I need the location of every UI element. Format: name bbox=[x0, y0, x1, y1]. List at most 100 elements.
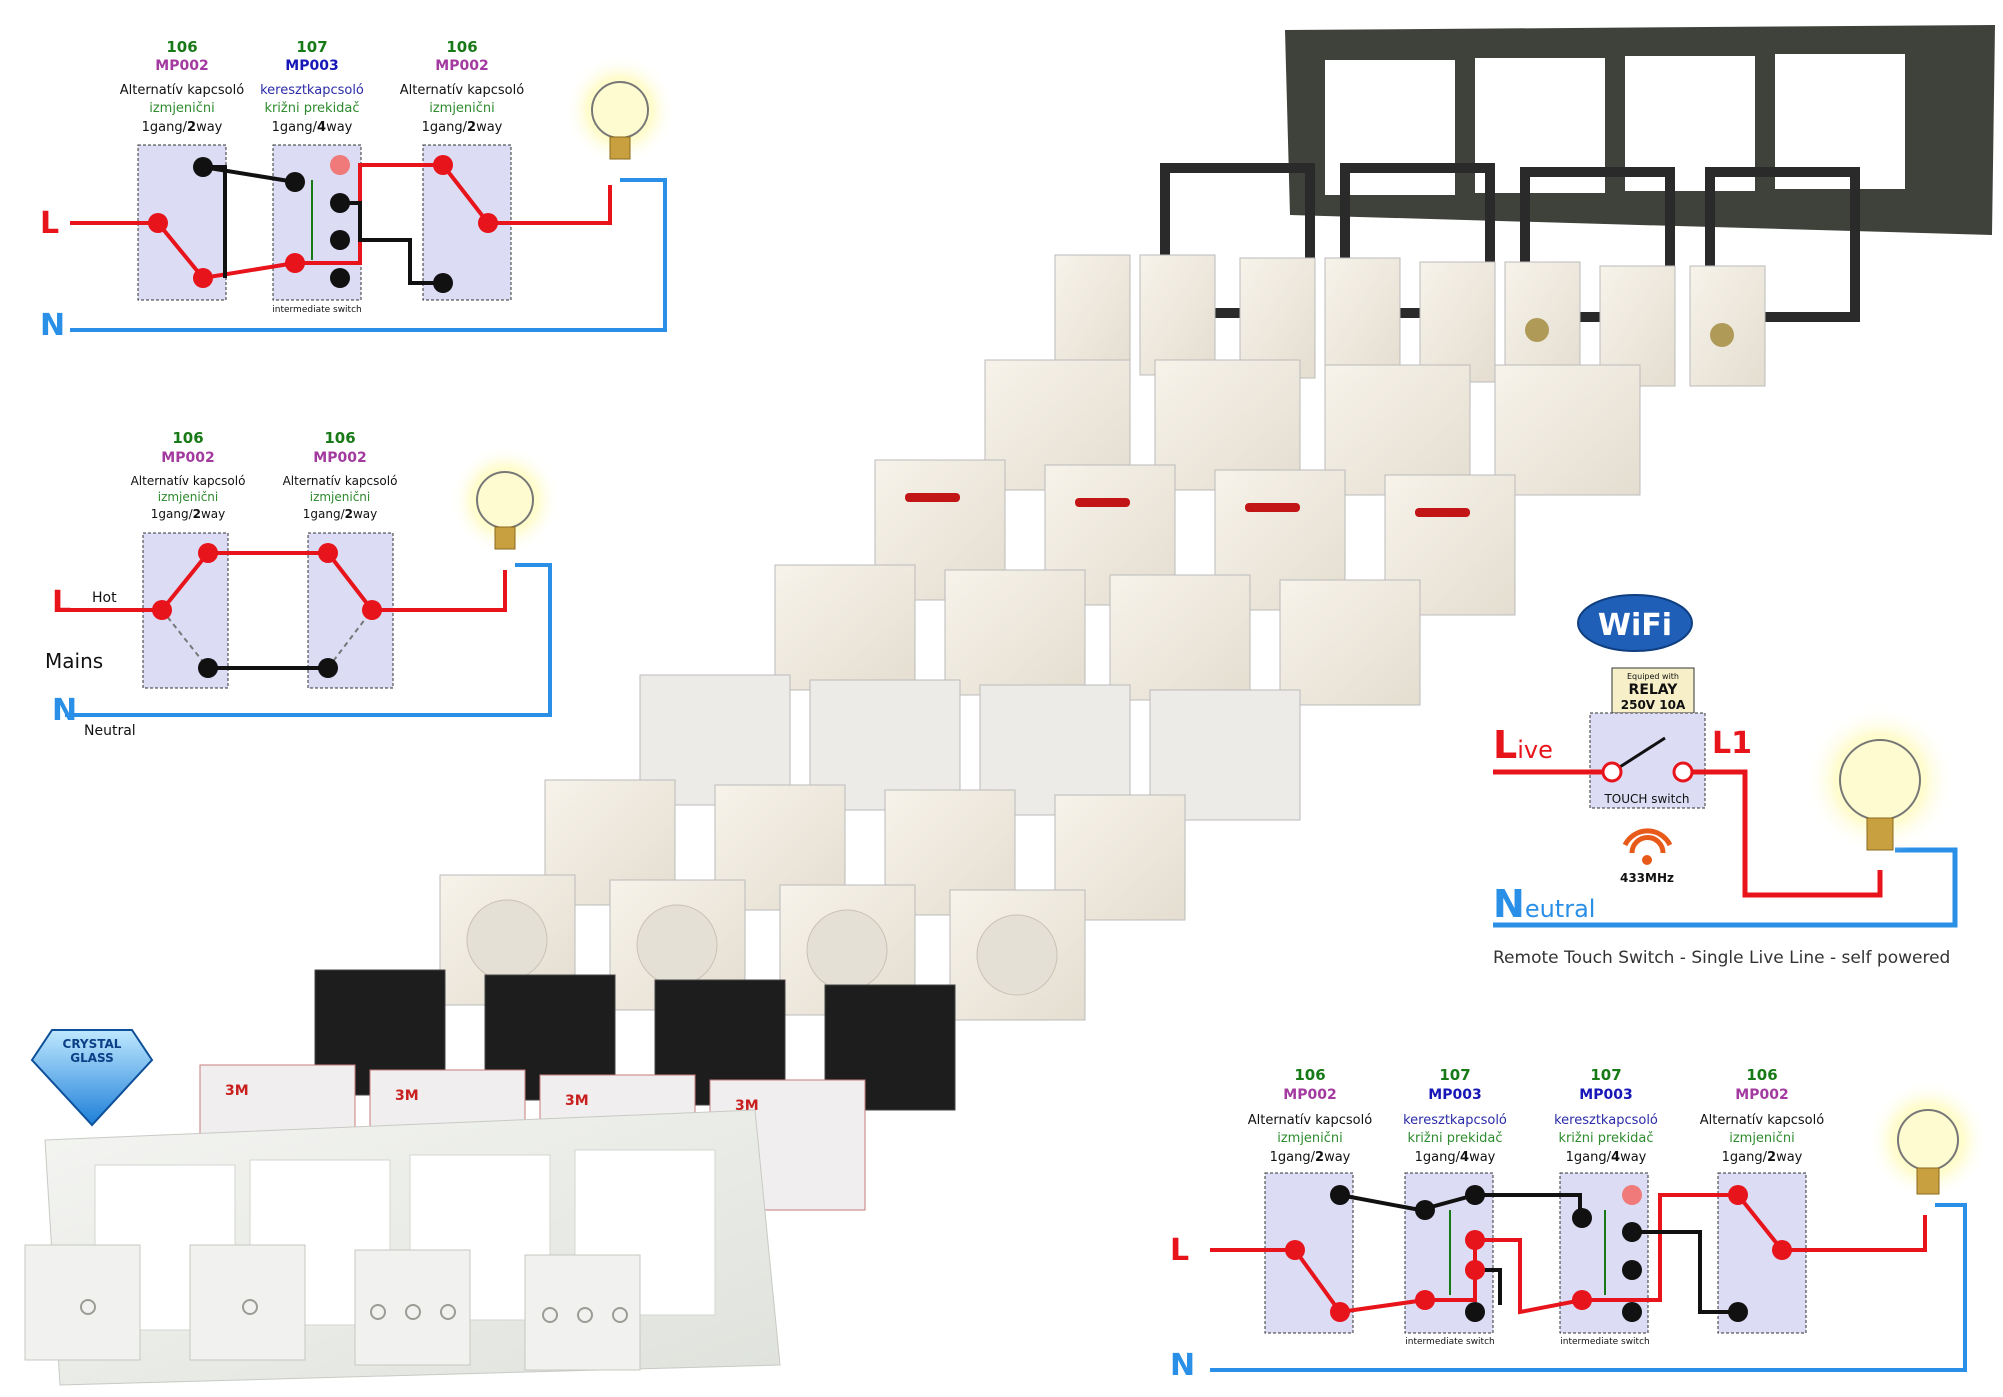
product-illustration: 3M 3M 3M 3M bbox=[24, 25, 1995, 1386]
l1-label: L1 bbox=[1712, 726, 1752, 761]
name-hu: keresztkapcsoló bbox=[1403, 1113, 1507, 1128]
gang-spec: 1gang/2way bbox=[142, 120, 223, 135]
bulb-icon bbox=[565, 55, 675, 165]
live-L: L bbox=[1170, 1233, 1189, 1268]
wifi-text: WiFi bbox=[1598, 608, 1672, 643]
name-hu: Alternatív kapcsoló bbox=[1248, 1113, 1372, 1128]
radio-signal-icon bbox=[1622, 828, 1673, 865]
name-hu: Alternatív kapcsoló bbox=[131, 474, 246, 488]
intermediate-switch-label-2: intermediate switch bbox=[1560, 1337, 1650, 1347]
code-107: 107 bbox=[1590, 1066, 1621, 1084]
live-L: L bbox=[52, 585, 71, 620]
sub-frames bbox=[1160, 163, 1860, 322]
model-mp003: MP003 bbox=[1428, 1087, 1481, 1103]
relay-line2: RELAY bbox=[1629, 682, 1679, 698]
header-switch-106-left: 106 MP002 Alternatív kapcsoló izmjenični… bbox=[1248, 1066, 1372, 1165]
name-hr: izmjenični bbox=[149, 101, 215, 116]
mounting-frame-4gang bbox=[1285, 25, 1995, 235]
crystal-line2: GLASS bbox=[70, 1051, 114, 1065]
glass-touch-plates bbox=[24, 1244, 641, 1371]
code-106: 106 bbox=[446, 38, 477, 56]
live-label: Live bbox=[1493, 723, 1553, 767]
gang-spec: 1gang/4way bbox=[1566, 1150, 1647, 1165]
name-hu: Alternatív kapcsoló bbox=[1700, 1113, 1824, 1128]
step-light-row bbox=[639, 674, 1301, 821]
header-switch-107: 107 MP003 keresztkapcsoló križni prekida… bbox=[260, 38, 364, 135]
relay-tag: Equiped with RELAY 250V 10A bbox=[1611, 667, 1695, 714]
gang-spec: 1gang/2way bbox=[303, 507, 378, 521]
name-hr: križni prekidač bbox=[1558, 1131, 1653, 1146]
neutral-label: Neutral bbox=[84, 723, 136, 739]
intermediate-switch-label-1: intermediate switch bbox=[1405, 1337, 1495, 1347]
diagram-two-intermediate: 106 MP002 Alternatív kapcsoló izmjenični… bbox=[1170, 1066, 1988, 1383]
relay-line1: Equiped with bbox=[1627, 672, 1679, 681]
crystal-glass-badge: CRYSTAL GLASS bbox=[30, 1029, 154, 1127]
code-106: 106 bbox=[1294, 1066, 1325, 1084]
code-106: 106 bbox=[324, 429, 355, 447]
gang-spec: 1gang/4way bbox=[1415, 1150, 1496, 1165]
diagram-remote-touch-switch: WiFi Equiped with RELAY 250V 10A TOUCH s… bbox=[1493, 594, 1958, 968]
touch-switch-label: TOUCH switch bbox=[1603, 792, 1689, 806]
gang-spec: 1gang/2way bbox=[151, 507, 226, 521]
header-switch-107-a: 107 MP003 keresztkapcsoló križni prekida… bbox=[1403, 1066, 1507, 1165]
name-hr: izmjenični bbox=[310, 490, 371, 504]
header-switch-106-a: 106 MP002 Alternatív kapcsoló izmjenični… bbox=[131, 429, 246, 521]
model-mp002: MP002 bbox=[1735, 1087, 1788, 1103]
model-mp002: MP002 bbox=[435, 58, 488, 74]
name-hr: križni prekidač bbox=[1407, 1131, 1502, 1146]
live-L: L bbox=[40, 206, 59, 241]
name-hr: križni prekidač bbox=[264, 101, 359, 116]
mains-label: Mains bbox=[45, 649, 103, 673]
name-hu: Alternatív kapcsoló bbox=[283, 474, 398, 488]
name-hu: keresztkapcsoló bbox=[260, 83, 364, 98]
name-hu: Alternatív kapcsoló bbox=[400, 83, 524, 98]
neutral-N: N bbox=[1170, 1348, 1195, 1383]
neutral-N: N bbox=[40, 308, 65, 343]
triple-rocker-row bbox=[774, 564, 1421, 706]
tape-brand-2: 3M bbox=[395, 1088, 419, 1104]
name-hr: izmjenični bbox=[1277, 1131, 1343, 1146]
name-hu: keresztkapcsoló bbox=[1554, 1113, 1658, 1128]
frequency-label: 433MHz bbox=[1620, 871, 1674, 885]
model-mp002: MP002 bbox=[313, 450, 366, 466]
diagram-two-way: 106 MP002 Alternatív kapcsoló izmjenični… bbox=[45, 429, 560, 739]
touch-switch-box bbox=[1589, 712, 1706, 809]
tape-brand-1: 3M bbox=[225, 1083, 249, 1099]
model-mp003: MP003 bbox=[285, 58, 338, 74]
gang-spec: 1gang/2way bbox=[1722, 1150, 1803, 1165]
model-mp002: MP002 bbox=[155, 58, 208, 74]
hot-label: Hot bbox=[92, 590, 117, 606]
neutral-N: N bbox=[52, 693, 77, 728]
header-switch-107-b: 107 MP003 keresztkapcsoló križni prekida… bbox=[1554, 1066, 1658, 1165]
code-106: 106 bbox=[1746, 1066, 1777, 1084]
crystal-line1: CRYSTAL bbox=[63, 1037, 122, 1051]
header-switch-106-left: 106 MP002 Alternatív kapcsoló izmjenični… bbox=[120, 38, 244, 135]
tape-brand-3: 3M bbox=[565, 1093, 589, 1109]
code-106: 106 bbox=[166, 38, 197, 56]
header-switch-106-right: 106 MP002 Alternatív kapcsoló izmjenični… bbox=[400, 38, 524, 135]
relay-line3: 250V 10A bbox=[1621, 698, 1686, 712]
bulb-icon bbox=[1805, 705, 1955, 855]
code-107: 107 bbox=[1439, 1066, 1470, 1084]
diagram-three-way-intermediate: 106 MP002 Alternatív kapcsoló izmjenični… bbox=[40, 38, 675, 343]
name-hr: izmjenični bbox=[1729, 1131, 1795, 1146]
code-107: 107 bbox=[296, 38, 327, 56]
model-mp002: MP002 bbox=[161, 450, 214, 466]
header-switch-106-b: 106 MP002 Alternatív kapcsoló izmjenični… bbox=[283, 429, 398, 521]
code-106: 106 bbox=[172, 429, 203, 447]
name-hr: izmjenični bbox=[158, 490, 219, 504]
intermediate-switch-label: intermediate switch bbox=[272, 305, 362, 315]
gang-spec: 1gang/2way bbox=[1270, 1150, 1351, 1165]
neutral-label: Neutral bbox=[1493, 882, 1595, 926]
model-mp003: MP003 bbox=[1579, 1087, 1632, 1103]
wifi-logo: WiFi bbox=[1577, 594, 1693, 652]
gang-spec: 1gang/4way bbox=[272, 120, 353, 135]
gang-spec: 1gang/2way bbox=[422, 120, 503, 135]
name-hr: izmjenični bbox=[429, 101, 495, 116]
bulb-icon bbox=[1868, 1080, 1988, 1200]
header-switch-106-right: 106 MP002 Alternatív kapcsoló izmjenični… bbox=[1700, 1066, 1824, 1165]
model-mp002: MP002 bbox=[1283, 1087, 1336, 1103]
bulb-icon bbox=[450, 445, 560, 555]
remote-caption: Remote Touch Switch - Single Live Line -… bbox=[1493, 948, 1950, 968]
